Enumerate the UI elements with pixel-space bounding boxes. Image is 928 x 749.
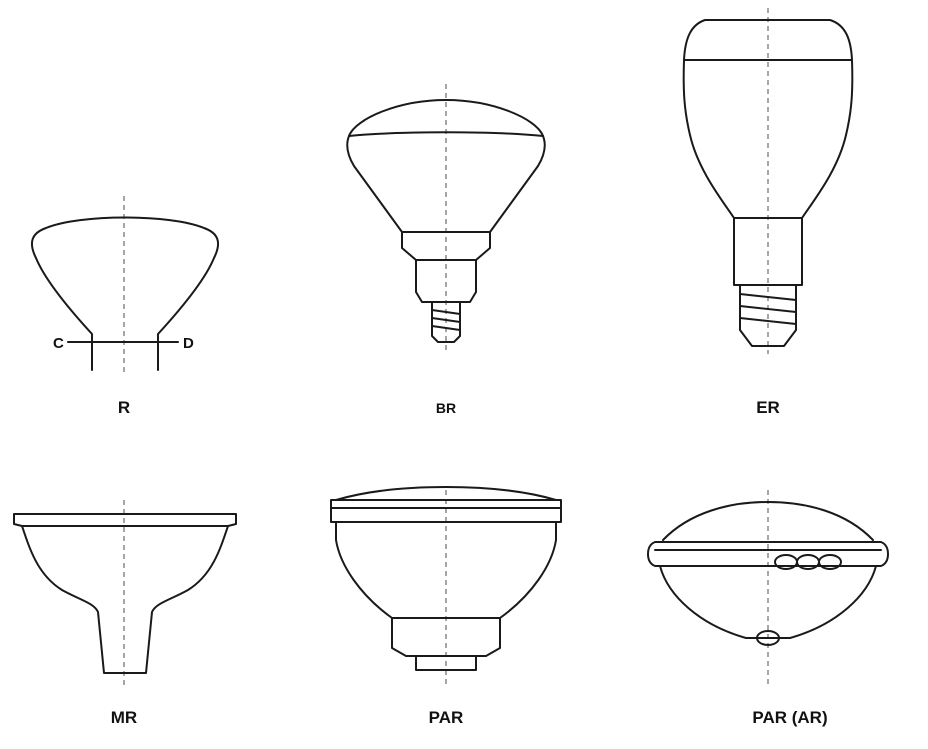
lamp-r-dim-left: C: [53, 335, 64, 352]
lamp-br-lens-line: [348, 131, 544, 137]
lamp-par-ar-dome: [662, 501, 874, 541]
lamp-br-base-screw: [431, 301, 461, 343]
lamp-er-neck: [733, 217, 803, 286]
lamp-par-base: [415, 655, 477, 671]
lamp-par-ar-label: PAR (AR): [752, 708, 827, 727]
lamp-br-collar: [401, 231, 491, 261]
lamp-par-ar-reflector: [659, 565, 877, 639]
lamp-par-reflector: [335, 521, 557, 619]
lamp-par-label: PAR: [429, 708, 464, 727]
lamp-mr-reflector: [21, 525, 229, 674]
lamp-r-label: R: [118, 398, 130, 417]
lamp-er-label: ER: [756, 398, 780, 417]
lamp-br-dome: [348, 99, 544, 137]
lamp-br-body: [346, 135, 546, 233]
lamp-er: ER: [682, 8, 854, 417]
lamp-er-base-screw: [739, 284, 797, 347]
lamp-er-dome: [683, 19, 853, 61]
lamp-br: BR: [346, 84, 546, 416]
lamp-par-ar: PAR (AR): [647, 490, 889, 727]
lamp-r-dim-right: D: [183, 335, 194, 352]
lamp-mr-label: MR: [111, 708, 137, 727]
lamp-r-outline: [30, 216, 220, 341]
lamp-r: C D R: [30, 196, 220, 417]
lamp-par-ar-clip-3: [818, 554, 842, 570]
lamp-par-lens-dome: [335, 486, 557, 501]
lamp-br-neck: [415, 259, 477, 303]
lamp-par-ar-contact: [756, 630, 780, 646]
lamp-er-body: [682, 59, 854, 219]
lamp-br-label: BR: [436, 400, 456, 416]
lamp-par-ar-rim: [647, 541, 889, 567]
lamp-par-lens-rim: [330, 499, 562, 523]
lamp-mr-rim: [13, 513, 237, 527]
lamp-par: PAR: [330, 486, 562, 727]
lamp-mr: MR: [13, 500, 237, 727]
